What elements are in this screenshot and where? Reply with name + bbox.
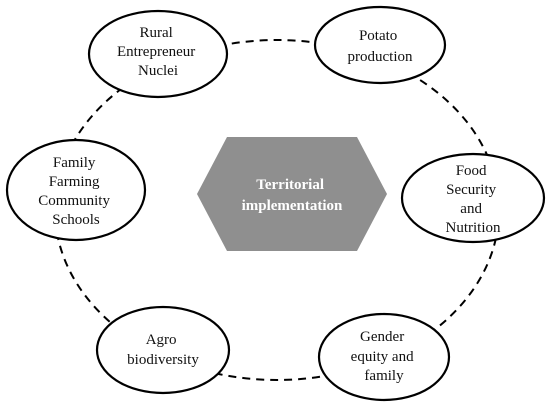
node-label-line: Potato: [359, 28, 397, 44]
svg-text:Rural Entrepreneur: Rural Entrepreneur Nuclei: [117, 25, 199, 79]
node-ellipse: [313, 5, 447, 85]
node-label-line: production: [348, 49, 413, 65]
node-agro-biodiversity: Agro biodiversity: [95, 305, 231, 395]
node-rural-entrepreneur-nuclei: Rural Entrepreneur Nuclei: [87, 9, 229, 99]
svg-text:Food Security and: Food Security and Nutrition: [446, 163, 501, 236]
node-label-line: Rural: [139, 25, 172, 41]
node-ellipse: [87, 9, 229, 99]
center-label-line-1: Territorial: [256, 177, 324, 193]
svg-text:Agro biodiversity: Agro biodiversity: [127, 332, 199, 368]
node-label-line: Community: [38, 193, 110, 209]
svg-text:Territorial implementati: Territorial implementation: [242, 177, 343, 214]
node-label-line: and: [460, 201, 482, 217]
node-ellipse: [5, 138, 147, 242]
node-family-farming-community-schools: Family Farming Community Schools: [5, 138, 147, 242]
node-ellipse: [317, 312, 451, 402]
node-label-line: biodiversity: [127, 352, 199, 368]
node-label-line: Food: [456, 163, 487, 179]
node-gender-equity-family: Gender equity and family: [317, 312, 451, 402]
node-label-line: Schools: [52, 212, 100, 228]
node-label-line: equity and: [351, 349, 414, 365]
node-potato-production: Potato production: [313, 5, 447, 85]
node-label-line: Agro: [146, 332, 177, 348]
svg-text:Family Farming Com: Family Farming Community Schools: [38, 155, 113, 228]
node-label-line: family: [364, 368, 404, 384]
center-hexagon: [197, 137, 387, 251]
center-hexagon-group: Territorial implementation: [197, 137, 387, 251]
center-label-line-2: implementation: [242, 198, 343, 214]
node-label-line: Entrepreneur: [117, 44, 195, 60]
svg-text:Potato production: Potato production: [348, 28, 413, 65]
node-food-security-nutrition: Food Security and Nutrition: [400, 152, 546, 244]
node-label-line: Nutrition: [446, 220, 501, 236]
node-label-line: Gender: [360, 329, 404, 345]
node-ellipse: [400, 152, 546, 244]
svg-text:Gender equity and: Gender equity and family: [351, 329, 418, 384]
node-label-line: Security: [446, 182, 496, 198]
node-ellipse: [95, 305, 231, 395]
node-label-line: Farming: [49, 174, 100, 190]
node-label-line: Nuclei: [138, 63, 178, 79]
node-label-line: Family: [53, 155, 96, 171]
